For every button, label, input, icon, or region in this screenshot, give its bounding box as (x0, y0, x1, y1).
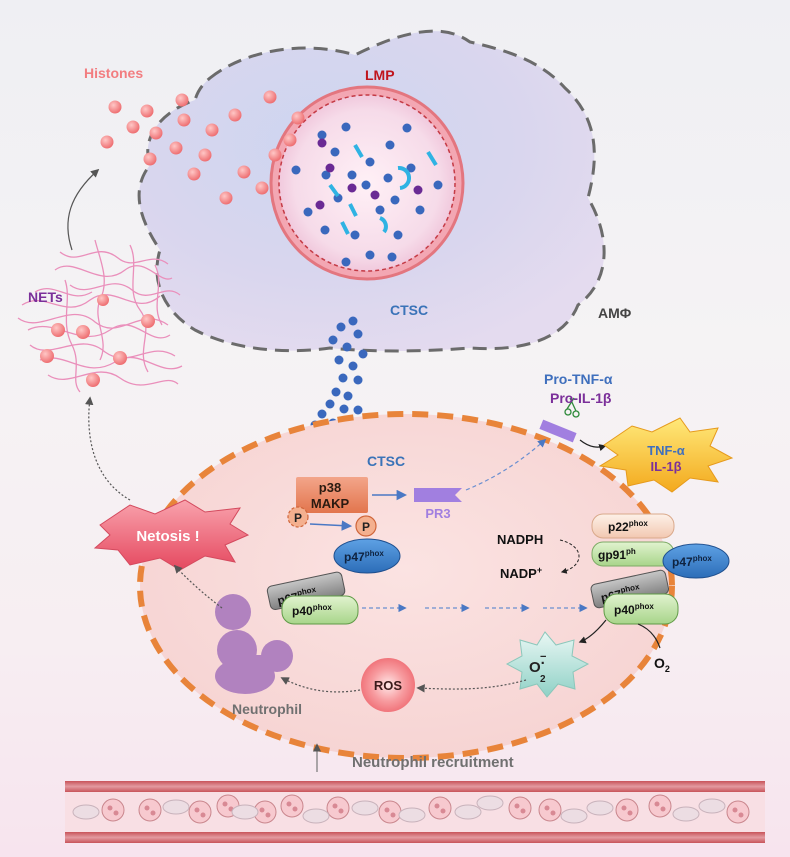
phosphate-label: P (362, 520, 370, 534)
p40phox-left-label: p40phox (292, 603, 332, 618)
p47phox-left (333, 538, 401, 574)
nets-histones (40, 294, 155, 387)
gp91phox-label: gp91ph (598, 547, 636, 562)
p40phox-right-label: p40phox (614, 602, 654, 617)
o2-label: O2 (654, 655, 670, 674)
ros-glow (361, 658, 415, 712)
arrow-to-cytokines (579, 439, 607, 452)
arrow-nets-to-histones (67, 168, 100, 251)
p38-makp-box (296, 477, 368, 513)
phosphate (355, 515, 377, 537)
phosphate-dashed (287, 506, 309, 528)
scissors-icon (564, 397, 580, 418)
ctsc-macrophage-label: CTSC (390, 302, 428, 318)
p40phox-right (603, 593, 679, 625)
nets-label: NETs (28, 289, 63, 305)
nadph-label: NADPH (497, 532, 543, 547)
il1b-label: IL-1β (650, 459, 681, 474)
vessel-red-blood-cells (72, 795, 726, 824)
p38-label: p38 (319, 480, 341, 495)
superoxide-burst (505, 631, 590, 698)
lysosome-enzyme-fragments (328, 143, 438, 235)
arrow-pr3-to-membrane (465, 438, 547, 491)
arrow-o2-in (637, 623, 661, 649)
pr3-shape (414, 488, 462, 502)
ros-label: ROS (374, 678, 403, 693)
pro-il1b-label: Pro-IL-1β (550, 390, 612, 406)
pro-tnf-label: Pro-TNF-α (544, 371, 613, 387)
arrow-nadph-to-nadp (559, 539, 580, 574)
pr3-label: PR3 (425, 506, 450, 521)
tnf-label: TNF-α (647, 443, 685, 458)
arrow-netosis-to-nets (85, 396, 131, 501)
membrane-pr3 (539, 419, 577, 443)
makp-label: MAKP (311, 496, 350, 511)
macrophage-label: AMΦ (598, 305, 632, 321)
p47phox-right-label: p47phox (672, 554, 712, 569)
histone-particles (100, 90, 305, 205)
lmp-label: LMP (365, 67, 395, 83)
p47phox-right (662, 543, 730, 579)
phosphate-dashed-label: P (294, 511, 302, 525)
superoxide-label: O·−2 (529, 651, 546, 685)
arrow-superoxide-to-ros (416, 679, 527, 693)
arrow-nucleus-to-netosis (173, 564, 223, 609)
lysosome-purple-dots (315, 138, 423, 210)
p40phox-left (281, 595, 359, 625)
vessel-neutrophil-nuclei (107, 801, 744, 818)
histones-label: Histones (84, 65, 143, 81)
neutrophil-label: Neutrophil (232, 701, 302, 717)
arrow-ros-to-nucleus (280, 677, 361, 693)
ctsc-neutrophil-label: CTSC (367, 453, 405, 469)
neutrophil-nucleus (215, 594, 293, 694)
p47phox-left-label: p47phox (344, 549, 384, 564)
recruitment-label: Neutrophil recruitment (352, 754, 514, 771)
p22phox (591, 513, 675, 539)
nadp-label: NADP+ (500, 565, 542, 581)
arrow-p-to-p (309, 520, 353, 531)
p22phox-label: p22phox (608, 519, 648, 534)
cytokine-burst (598, 417, 734, 493)
netosis-label: Netosis ! (136, 528, 199, 545)
arrow-to-superoxide (578, 619, 607, 644)
lysosome-ctsc-dots (291, 122, 443, 267)
netosis-burst (93, 499, 250, 571)
